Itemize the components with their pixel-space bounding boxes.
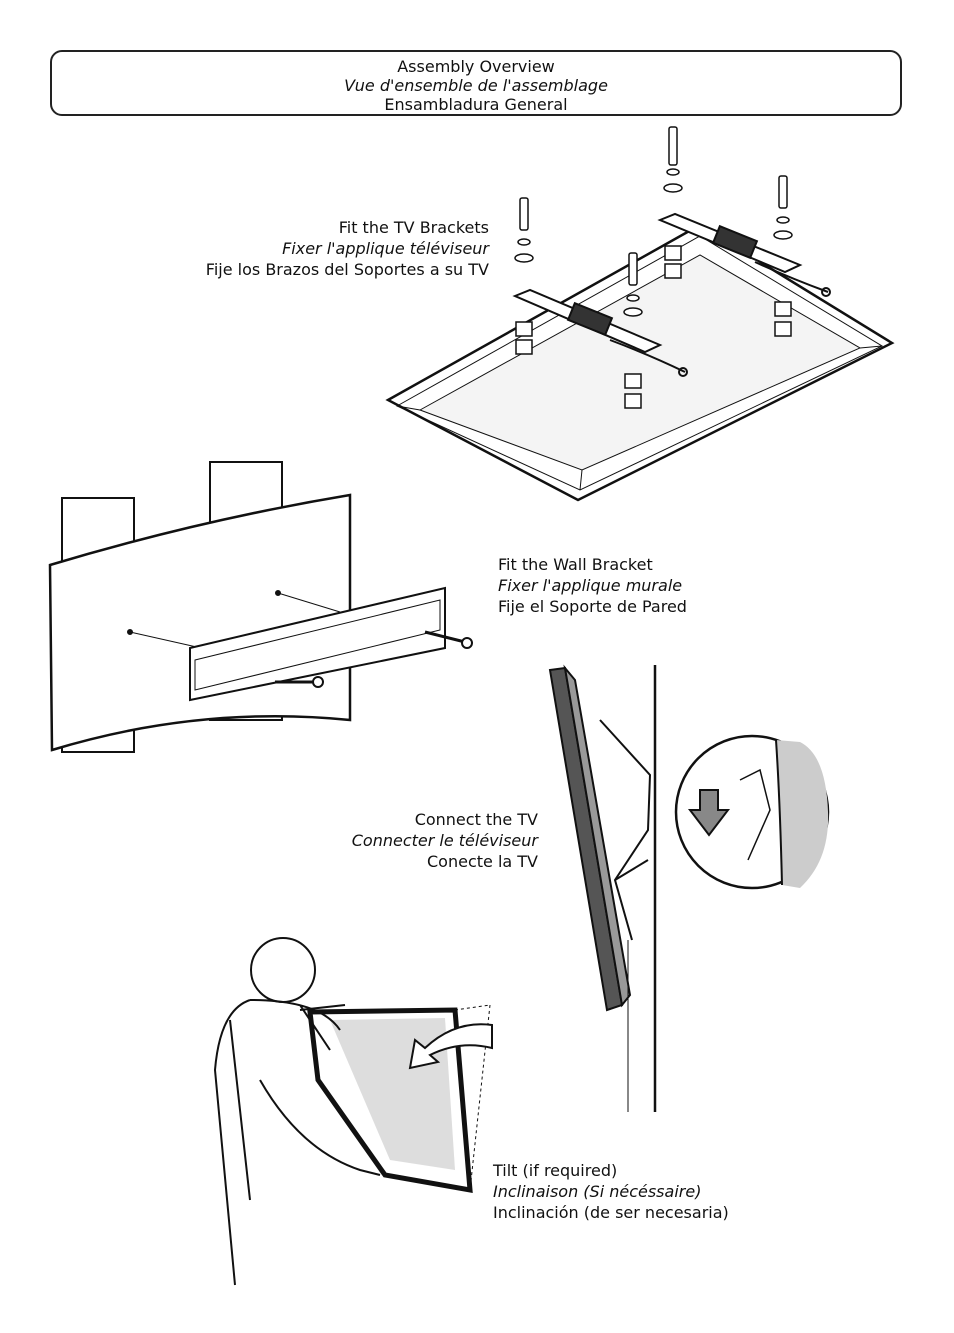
screws-and-spacers <box>514 126 793 409</box>
step-3-french: Connecter le téléviseur <box>351 831 538 850</box>
step-1-spanish: Fije los Brazos del Soportes a su TV <box>205 260 489 279</box>
step-4-spanish: Inclinación (de ser necesaria) <box>493 1203 729 1222</box>
connect-tv-illustration <box>548 664 830 1112</box>
step-3-spanish: Conecte la TV <box>427 852 538 871</box>
step-2-english: Fit the Wall Bracket <box>498 555 653 574</box>
step-2-caption: Fit the Wall Bracket Fixer l'applique mu… <box>498 554 687 617</box>
step-4-french: Inclinaison (Si nécéssaire) <box>493 1182 702 1201</box>
step-3-english: Connect the TV <box>414 810 538 829</box>
tv-back-illustration <box>385 212 895 502</box>
title-box: Assembly Overview Vue d'ensemble de l'as… <box>50 50 902 116</box>
step-3-caption: Connect the TV Connecter le téléviseur C… <box>352 809 538 872</box>
step-2-spanish: Fije el Soporte de Pared <box>498 597 687 616</box>
step-4-english: Tilt (if required) <box>493 1161 618 1180</box>
title-english: Assembly Overview <box>397 57 555 76</box>
title-spanish: Ensambladura General <box>384 95 568 114</box>
tilt-illustration <box>213 937 493 1286</box>
step-4-caption: Tilt (if required) Inclinaison (Si nécés… <box>493 1160 729 1223</box>
step-2-french: Fixer l'applique murale <box>498 576 683 595</box>
step-1-french: Fixer l'applique téléviseur <box>282 239 489 258</box>
step-1-caption: Fit the TV Brackets Fixer l'applique tél… <box>206 217 489 280</box>
wall-bracket-illustration <box>48 461 473 753</box>
title-french: Vue d'ensemble de l'assemblage <box>344 76 608 95</box>
step-1-english: Fit the TV Brackets <box>338 218 489 237</box>
